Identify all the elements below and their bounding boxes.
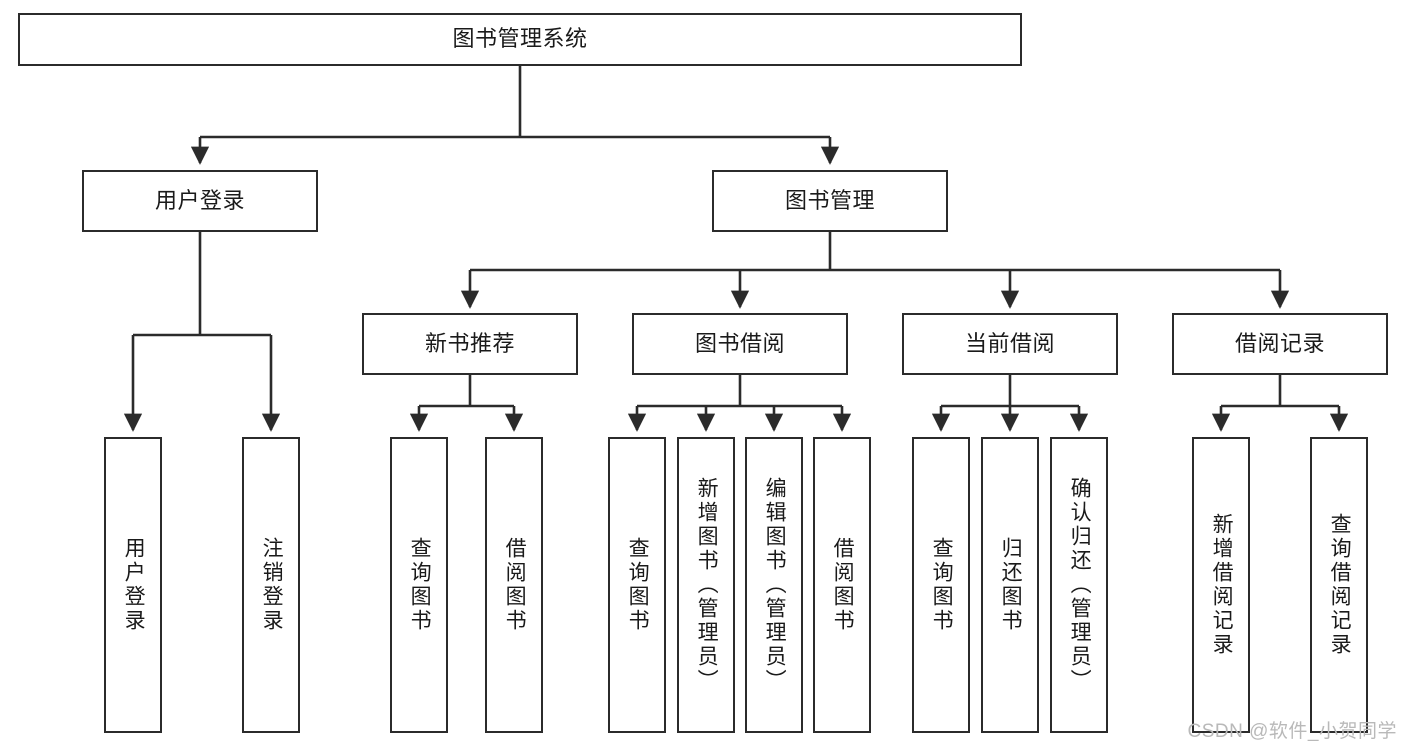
- node-label: 查询图书: [626, 537, 650, 633]
- node-label: 归还图书: [999, 537, 1023, 633]
- node-label: 查询图书: [408, 537, 432, 633]
- node-label: 借阅记录: [1234, 330, 1325, 356]
- node-label: 借阅图书: [831, 537, 855, 633]
- leaf-logout[interactable]: 注销登录: [242, 437, 300, 733]
- leaf-newbook-borrow-book[interactable]: 借阅图书: [485, 437, 543, 733]
- node-label: 用户登录: [122, 537, 146, 633]
- node-borrow-record[interactable]: 借阅记录: [1172, 313, 1388, 375]
- node-label: 注销登录: [260, 537, 284, 633]
- leaf-user-login[interactable]: 用户登录: [104, 437, 162, 733]
- node-label: 编辑图书（管理员）: [763, 477, 787, 693]
- leaf-borrow-borrow-book[interactable]: 借阅图书: [813, 437, 871, 733]
- node-label: 新书推荐: [424, 330, 515, 356]
- node-label: 借阅图书: [503, 537, 527, 633]
- node-current-borrow[interactable]: 当前借阅: [902, 313, 1118, 375]
- leaf-borrow-query-book[interactable]: 查询图书: [608, 437, 666, 733]
- node-label: 查询图书: [930, 537, 954, 633]
- node-book-borrow[interactable]: 图书借阅: [632, 313, 848, 375]
- leaf-record-add-record[interactable]: 新增借阅记录: [1192, 437, 1250, 733]
- node-label: 图书管理: [784, 187, 875, 213]
- leaf-current-return-book[interactable]: 归还图书: [981, 437, 1039, 733]
- node-label: 新增借阅记录: [1210, 513, 1234, 657]
- node-label: 查询借阅记录: [1328, 513, 1352, 657]
- node-label: 确认归还（管理员）: [1068, 477, 1092, 693]
- node-label: 图书管理系统: [452, 26, 588, 52]
- watermark-text: CSDN @软件_小贺同学: [1187, 721, 1397, 742]
- node-new-book-recommend[interactable]: 新书推荐: [362, 313, 578, 375]
- node-label: 当前借阅: [964, 330, 1055, 356]
- node-user-login[interactable]: 用户登录: [82, 170, 318, 232]
- leaf-newbook-query-book[interactable]: 查询图书: [390, 437, 448, 733]
- node-label: 用户登录: [154, 187, 245, 213]
- node-label: 图书借阅: [694, 330, 785, 356]
- leaf-record-query-record[interactable]: 查询借阅记录: [1310, 437, 1368, 733]
- leaf-borrow-add-book-admin[interactable]: 新增图书（管理员）: [677, 437, 735, 733]
- node-book-management[interactable]: 图书管理: [712, 170, 948, 232]
- leaf-current-confirm-return-admin[interactable]: 确认归还（管理员）: [1050, 437, 1108, 733]
- leaf-borrow-edit-book-admin[interactable]: 编辑图书（管理员）: [745, 437, 803, 733]
- node-label: 新增图书（管理员）: [695, 477, 719, 693]
- node-root-system[interactable]: 图书管理系统: [18, 13, 1022, 66]
- leaf-current-query-book[interactable]: 查询图书: [912, 437, 970, 733]
